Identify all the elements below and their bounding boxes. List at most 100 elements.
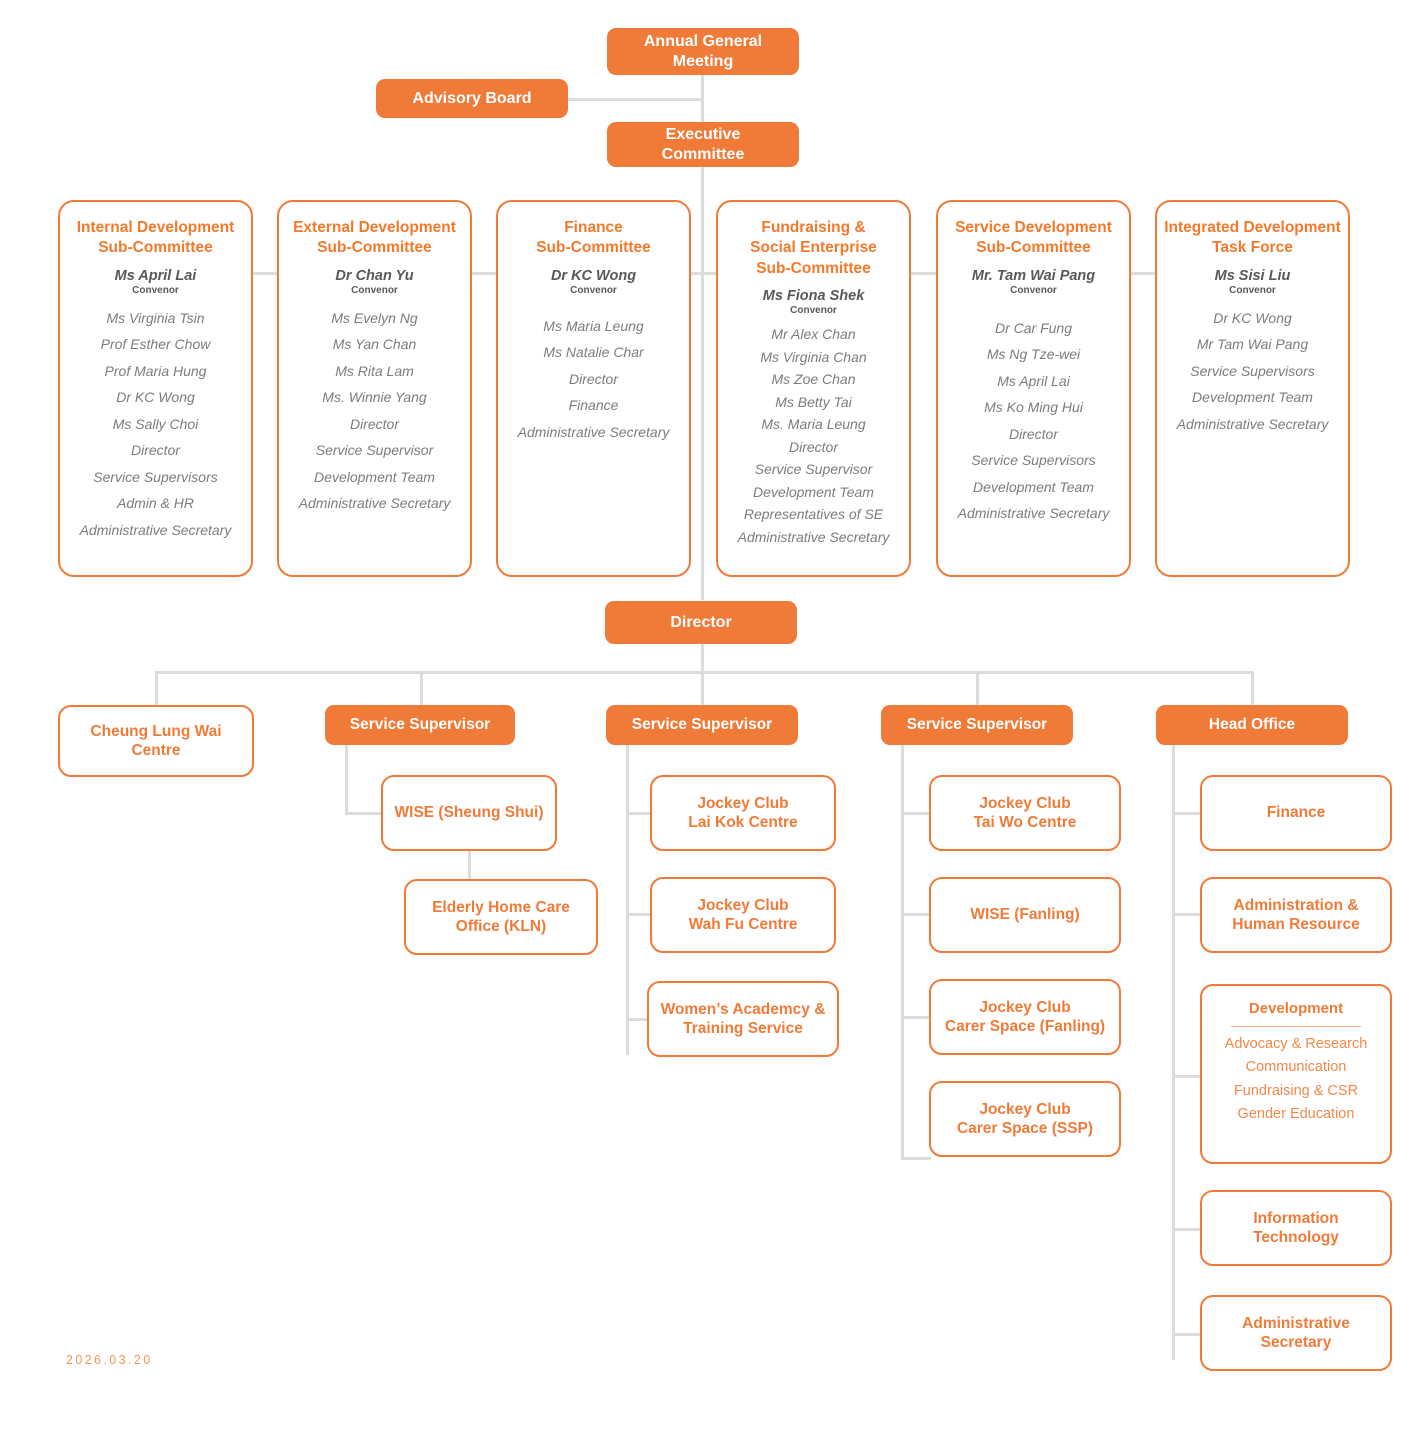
committee-member: Administrative Secretary <box>79 521 232 538</box>
committee-member: Ms April Lai <box>997 372 1070 389</box>
committee-member: Development Team <box>753 483 874 500</box>
node-label: Director <box>670 613 732 631</box>
committee-member: Ms. Maria Leung <box>761 416 866 433</box>
committee-member: Development Team <box>973 478 1094 495</box>
connector-advisory-to-trunk <box>567 98 703 101</box>
committee-card-internal-development[interactable]: Internal Development Sub-Committee Ms Ap… <box>58 200 253 577</box>
committee-card-integrated-development-task-force[interactable]: Integrated Development Task Force Ms Sis… <box>1155 200 1350 577</box>
node-elderly-home-care-office-kln[interactable]: Elderly Home Care Office (KLN) <box>404 879 598 955</box>
node-label: Jockey Club Carer Space (Fanling) <box>944 998 1106 1035</box>
node-advisory-board[interactable]: Advisory Board <box>376 79 568 118</box>
node-label: Jockey Club Lai Kok Centre <box>688 794 798 831</box>
node-information-technology[interactable]: Information Technology <box>1200 1190 1392 1266</box>
node-label: Service Supervisor <box>906 715 1048 733</box>
node-administration-human-resource[interactable]: Administration & Human Resource <box>1200 877 1392 953</box>
committee-member: Director <box>349 415 399 432</box>
node-label: Jockey Club Wah Fu Centre <box>688 896 798 933</box>
node-service-supervisor-2[interactable]: Service Supervisor <box>606 705 798 745</box>
committee-member: Prof Esther Chow <box>100 336 211 353</box>
committee-member: Mr Alex Chan <box>771 326 856 343</box>
committee-title: Service Development Sub-Committee <box>955 219 1112 257</box>
node-jockey-club-lai-kok-centre[interactable]: Jockey Club Lai Kok Centre <box>650 775 836 851</box>
connector-branch2-spine <box>345 745 348 815</box>
committee-card-finance[interactable]: Finance Sub-Committee Dr KC Wong Conveno… <box>496 200 691 577</box>
connector-committee-1-2 <box>252 272 284 275</box>
node-label: Executive Committee <box>661 125 745 163</box>
committee-member: Ms Evelyn Ng <box>331 309 418 326</box>
committee-member: Admin & HR <box>116 495 195 512</box>
committee-member: Representatives of SE <box>743 506 884 523</box>
connector-bus-to-head-office <box>1251 671 1254 707</box>
connector-branch4-child-3 <box>901 1016 931 1019</box>
committee-member: Service Supervisor <box>754 461 873 478</box>
node-director[interactable]: Director <box>605 601 797 644</box>
committee-title: Finance Sub-Committee <box>536 219 651 257</box>
connector-branch4-child-4 <box>901 1157 931 1160</box>
connector-head-office-child-2 <box>1172 913 1202 916</box>
committee-member: Ms Zoe Chan <box>771 371 856 388</box>
convenor-role: Convenor <box>132 284 179 296</box>
committee-member: Ms. Winnie Yang <box>322 389 427 406</box>
committee-member: Administrative Secretary <box>298 495 451 512</box>
connector-director-bus <box>155 671 1253 674</box>
node-label: Administrative Secretary <box>1242 1314 1350 1351</box>
node-jockey-club-tai-wo-centre[interactable]: Jockey Club Tai Wo Centre <box>929 775 1121 851</box>
connector-head-office-spine <box>1172 745 1175 1360</box>
node-jockey-club-carer-space-fanling[interactable]: Jockey Club Carer Space (Fanling) <box>929 979 1121 1055</box>
node-head-office[interactable]: Head Office <box>1156 705 1348 745</box>
convenor-role: Convenor <box>570 284 617 296</box>
committee-card-external-development[interactable]: External Development Sub-Committee Dr Ch… <box>277 200 472 577</box>
committee-member: Director <box>1008 425 1058 442</box>
node-label: Information Technology <box>1253 1209 1339 1246</box>
development-item: Gender Education <box>1237 1106 1355 1123</box>
connector-head-office-child-4 <box>1172 1228 1202 1231</box>
connector-branch3-spine <box>626 745 629 1055</box>
connector-committee-2-3 <box>470 272 498 275</box>
committee-member: Ms Rita Lam <box>335 362 414 379</box>
committee-title: Integrated Development Task Force <box>1164 219 1341 257</box>
date-stamp: 2026.03.20 <box>66 1353 153 1367</box>
node-jockey-club-wah-fu-centre[interactable]: Jockey Club Wah Fu Centre <box>650 877 836 953</box>
node-executive-committee[interactable]: Executive Committee <box>607 122 799 167</box>
convenor-name: Mr. Tam Wai Pang <box>971 267 1096 284</box>
node-label: Women’s Academcy & Training Service <box>660 1000 826 1037</box>
node-label: WISE (Fanling) <box>970 906 1080 924</box>
committee-card-fundraising-social-enterprise[interactable]: Fundraising & Social Enterprise Sub-Comm… <box>716 200 911 577</box>
connector-committee-3-4 <box>687 272 717 275</box>
node-service-supervisor-3[interactable]: Service Supervisor <box>881 705 1073 745</box>
committee-member: Ms Maria Leung <box>543 317 644 334</box>
committee-member: Ms Ko Ming Hui <box>984 399 1083 416</box>
connector-committee-4-5 <box>906 272 936 275</box>
development-item: Fundraising & CSR <box>1233 1082 1359 1099</box>
committee-member: Service Supervisor <box>315 442 434 459</box>
node-finance[interactable]: Finance <box>1200 775 1392 851</box>
node-service-supervisor-1[interactable]: Service Supervisor <box>325 705 515 745</box>
connector-head-office-child-5 <box>1172 1333 1202 1336</box>
node-development[interactable]: Development Advocacy & Research Communic… <box>1200 984 1392 1164</box>
committee-member: Ms Sally Choi <box>112 415 199 432</box>
node-wise-fanling[interactable]: WISE (Fanling) <box>929 877 1121 953</box>
connector-branch3-child-3 <box>626 1018 654 1021</box>
connector-head-office-child-3 <box>1172 1075 1202 1078</box>
committee-member: Ms Yan Chan <box>332 336 417 353</box>
node-administrative-secretary[interactable]: Administrative Secretary <box>1200 1295 1392 1371</box>
connector-branch3-child-2 <box>626 913 654 916</box>
node-annual-general-meeting[interactable]: Annual General Meeting <box>607 28 799 75</box>
node-label: WISE (Sheung Shui) <box>394 804 544 822</box>
committee-member: Administrative Secretary <box>957 505 1110 522</box>
node-wise-sheung-shui[interactable]: WISE (Sheung Shui) <box>381 775 557 851</box>
committee-member: Finance <box>568 397 619 414</box>
committee-card-service-development[interactable]: Service Development Sub-Committee Mr. Ta… <box>936 200 1131 577</box>
committee-member: Dr Car Fung <box>994 319 1073 336</box>
connector-wise-to-elderly-home-care <box>468 851 471 881</box>
node-womens-academcy-training-service[interactable]: Women’s Academcy & Training Service <box>647 981 839 1057</box>
development-item: Communication <box>1245 1059 1347 1076</box>
committee-title: Internal Development Sub-Committee <box>76 219 235 257</box>
node-cheung-lung-wai-centre[interactable]: Cheung Lung Wai Centre <box>58 705 254 777</box>
node-jockey-club-carer-space-ssp[interactable]: Jockey Club Carer Space (SSP) <box>929 1081 1121 1157</box>
connector-head-office-child-1 <box>1172 812 1202 815</box>
committee-member: Ms Natalie Char <box>543 344 644 361</box>
node-label: Jockey Club Carer Space (SSP) <box>956 1100 1094 1137</box>
committee-member: Director <box>130 442 180 459</box>
